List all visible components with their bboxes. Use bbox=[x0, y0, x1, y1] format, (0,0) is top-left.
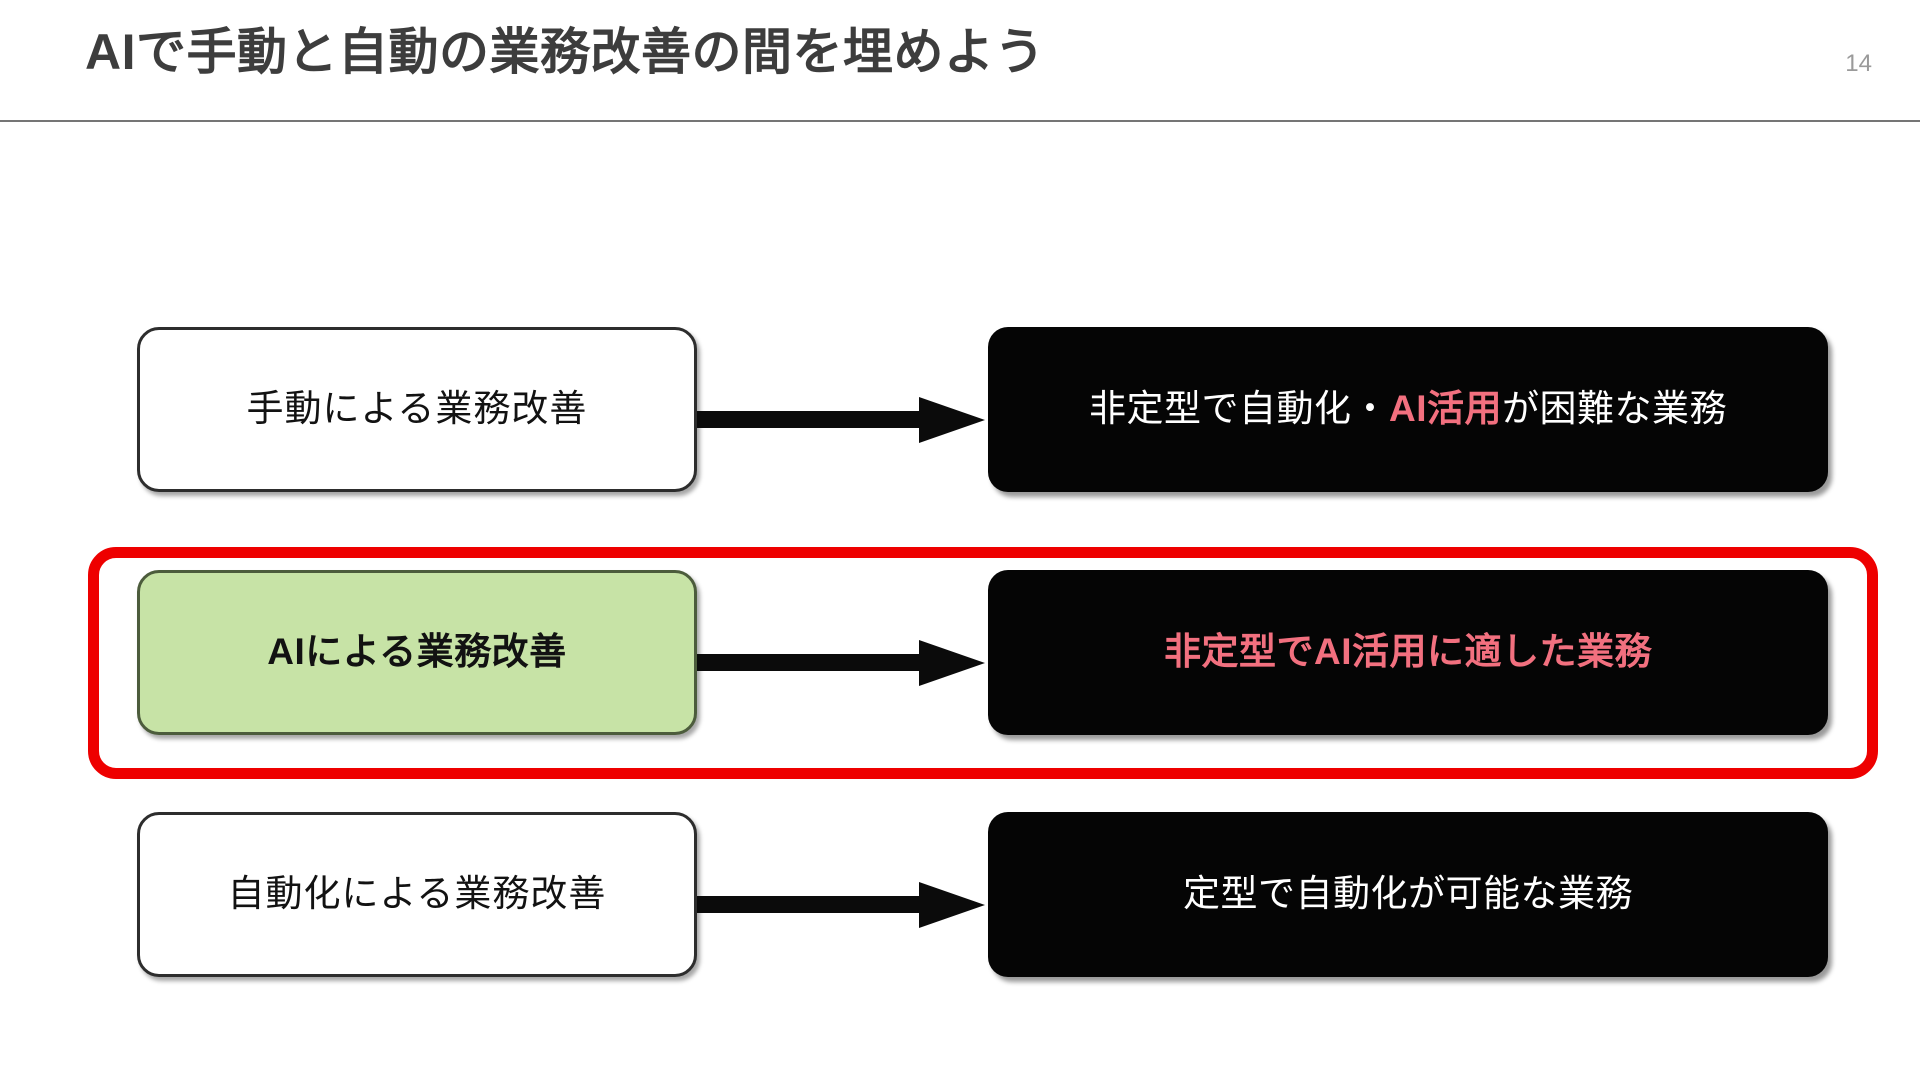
box-manual-improvement-label: 手動による業務改善 bbox=[246, 388, 588, 430]
highlight-ring-ai-row bbox=[88, 547, 1878, 779]
outcome-text-accent: AI活用 bbox=[1389, 388, 1502, 430]
arrow-right-icon-ai bbox=[697, 640, 987, 686]
arrow-right-icon-manual bbox=[697, 397, 987, 443]
diagram-row-automation: 自動化による業務改善 定型で自動化が可能な業務 bbox=[0, 812, 1920, 1002]
box-ai-improvement-label: AIによる業務改善 bbox=[267, 631, 567, 673]
box-automation-outcome[interactable]: 定型で自動化が可能な業務 bbox=[988, 812, 1828, 977]
arrow-shaft bbox=[697, 411, 925, 428]
arrow-head bbox=[919, 397, 985, 443]
diagram-canvas: 手動による業務改善 非定型で自動化・AI活用が困難な業務 AIによる業務改善 非… bbox=[0, 122, 1920, 1080]
arrow-shaft bbox=[697, 654, 925, 671]
outcome-text-before: 非定型で自動化・ bbox=[1089, 388, 1389, 430]
box-automation-improvement-label: 自動化による業務改善 bbox=[227, 873, 607, 915]
page-title: AIで手動と自動の業務改善の間を埋めよう bbox=[85, 24, 1045, 80]
arrow-head bbox=[919, 640, 985, 686]
box-manual-outcome-label: 非定型で自動化・AI活用が困難な業務 bbox=[1089, 386, 1727, 432]
diagram-row-ai: AIによる業務改善 非定型でAI活用に適した業務 bbox=[0, 570, 1920, 760]
outcome-text-after: が困難な業務 bbox=[1502, 388, 1727, 430]
header-divider bbox=[0, 120, 1920, 122]
box-manual-improvement[interactable]: 手動による業務改善 bbox=[137, 327, 697, 492]
box-automation-improvement[interactable]: 自動化による業務改善 bbox=[137, 812, 697, 977]
slide-header: AIで手動と自動の業務改善の間を埋めよう 14 bbox=[0, 0, 1920, 122]
arrow-shaft bbox=[697, 896, 925, 913]
box-automation-outcome-label: 定型で自動化が可能な業務 bbox=[1183, 873, 1633, 915]
box-ai-outcome-label: 非定型でAI活用に適した業務 bbox=[1164, 631, 1652, 673]
box-ai-outcome[interactable]: 非定型でAI活用に適した業務 bbox=[988, 570, 1828, 735]
box-manual-outcome[interactable]: 非定型で自動化・AI活用が困難な業務 bbox=[988, 327, 1828, 492]
diagram-row-manual: 手動による業務改善 非定型で自動化・AI活用が困難な業務 bbox=[0, 327, 1920, 517]
box-ai-improvement[interactable]: AIによる業務改善 bbox=[137, 570, 697, 735]
arrow-head bbox=[919, 882, 985, 928]
arrow-right-icon-automation bbox=[697, 882, 987, 928]
page-number: 14 bbox=[1845, 50, 1872, 77]
